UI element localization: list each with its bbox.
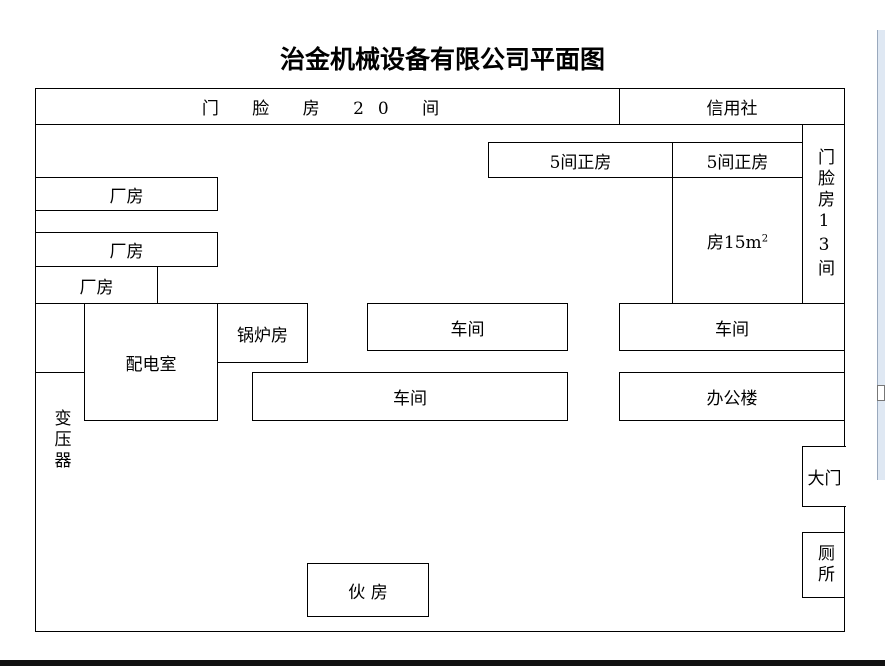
workshop-middle-label: 车间: [450, 319, 485, 340]
factory-1: 厂房: [35, 177, 218, 211]
transformer-zone-mid-line: [35, 372, 85, 373]
kitchen: 伙 房: [307, 563, 429, 617]
workshop-long: 车间: [252, 372, 568, 421]
workshop-right-label: 车间: [715, 319, 749, 340]
facade-top-label: 门 脸 房 20 间: [201, 99, 454, 119]
room-15sqm-superscript: 2: [761, 233, 769, 245]
transformer-label: 变压器: [50, 408, 71, 472]
kitchen-label: 伙 房: [348, 582, 388, 603]
scrollbar-thumb[interactable]: [877, 385, 885, 401]
facade-side-label: 门脸房13间: [814, 148, 834, 280]
main-room-2-label: 5间正房: [706, 152, 769, 173]
power-room-label: 配电室: [125, 354, 177, 375]
main-gate: 大门: [802, 446, 846, 507]
office-label: 办公楼: [706, 389, 758, 409]
facade-side-building: 门脸房13间: [802, 124, 845, 304]
office-building: 办公楼: [619, 372, 845, 421]
bottom-edge-bar: [0, 660, 885, 666]
main-gate-label: 大门: [807, 469, 842, 489]
factory-2: 厂房: [35, 232, 218, 267]
workshop-long-label: 车间: [393, 389, 427, 409]
toilet: 厕所: [802, 532, 845, 598]
credit-union-building: 信用社: [619, 88, 845, 125]
main-room-1-label: 5间正房: [549, 152, 612, 173]
transformer-zone-top-line: [35, 303, 85, 304]
factory-1-label: 厂房: [109, 186, 144, 207]
room-15sqm-label: 房15m2: [706, 233, 769, 253]
main-room-2: 5间正房: [672, 142, 803, 178]
workshop-right: 车间: [619, 303, 845, 351]
plan-title: 治金机械设备有限公司平面图: [279, 45, 605, 74]
boiler-room: 锅炉房: [217, 303, 308, 363]
credit-union-label: 信用社: [706, 99, 758, 119]
main-room-1: 5间正房: [488, 142, 673, 178]
boiler-room-label: 锅炉房: [237, 325, 288, 346]
toilet-label: 厕所: [814, 544, 834, 586]
side-scrollbar[interactable]: [877, 30, 885, 480]
factory-3: 厂房: [35, 266, 158, 304]
facade-top-building: 门 脸 房 20 间: [35, 88, 620, 125]
transformer-area: 变压器: [42, 398, 78, 482]
workshop-middle: 车间: [367, 303, 568, 351]
power-room: 配电室: [84, 303, 218, 421]
room-15sqm: 房15m2: [672, 177, 803, 304]
factory-2-label: 厂房: [109, 242, 144, 262]
factory-3-label: 厂房: [79, 277, 114, 298]
